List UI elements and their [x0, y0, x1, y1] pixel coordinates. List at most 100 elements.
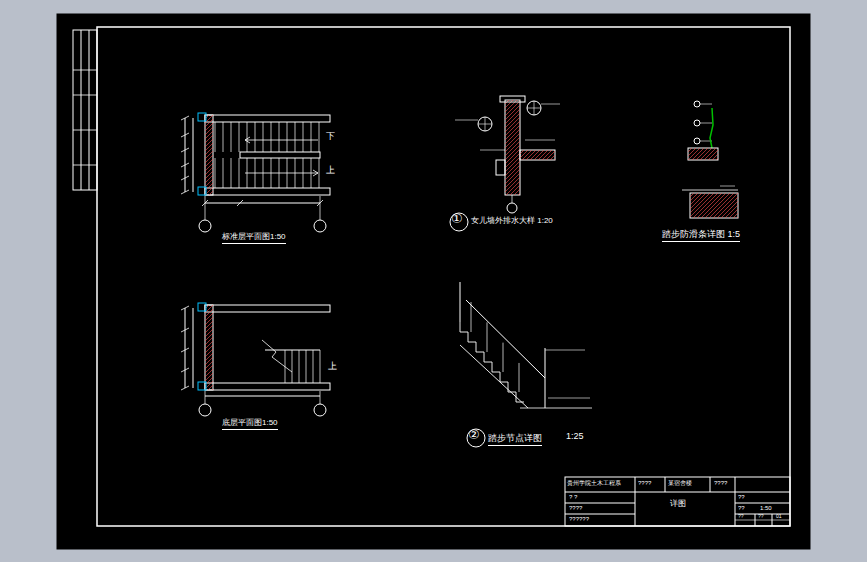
hatch-line — [205, 369, 213, 377]
anti-slip-strip — [710, 108, 713, 148]
hatch-line — [205, 373, 213, 381]
draft-line — [665, 477, 666, 492]
hatch-line — [505, 113, 520, 128]
hatch-line — [550, 155, 555, 160]
hatch-line — [708, 150, 718, 160]
detail-bubble — [450, 213, 468, 231]
draft-line — [185, 118, 186, 192]
hatch-line — [505, 125, 520, 140]
step-line — [682, 190, 738, 191]
stair-tread — [255, 122, 256, 152]
wall — [205, 383, 330, 390]
hatch-line — [546, 151, 555, 160]
stair-tread — [231, 122, 232, 152]
hatch-line — [729, 209, 738, 218]
detail-bubble — [694, 120, 700, 126]
axis-bubble — [199, 404, 211, 416]
draft-line — [193, 308, 194, 388]
hatch-line — [205, 321, 213, 329]
hatch-line — [505, 101, 520, 116]
dim-tick — [181, 190, 189, 194]
stair-tread — [271, 122, 272, 152]
hatch-line — [505, 165, 520, 180]
title-block-cell: ?? — [758, 514, 764, 520]
title-block-cell: ?? — [738, 505, 745, 512]
hatch-line — [205, 325, 213, 333]
stair-tread — [313, 350, 314, 383]
hatch-line — [690, 193, 698, 201]
hatch-line — [538, 150, 548, 160]
hatch-line — [205, 167, 213, 175]
hatch-line — [554, 159, 555, 160]
hatch-line — [522, 150, 532, 160]
hatch-line — [212, 389, 213, 390]
dim-tick — [237, 200, 243, 206]
hatch-line — [733, 213, 738, 218]
hatch-line — [505, 133, 520, 148]
leader-line — [700, 104, 712, 105]
hatch-line — [205, 143, 213, 151]
drawing-title: 标准层平面图1:50 — [222, 233, 286, 244]
detail-bubble — [478, 117, 492, 131]
column — [198, 382, 206, 390]
stair-tread — [306, 350, 307, 383]
hatch-line — [505, 153, 520, 168]
sheet-ground — [57, 14, 810, 549]
title-block — [565, 477, 790, 526]
draft-line — [710, 477, 711, 492]
hatch-line — [737, 217, 738, 218]
wall — [205, 115, 330, 122]
stair-tread — [215, 122, 216, 152]
draft-line — [755, 514, 756, 526]
hatch-line — [205, 135, 213, 143]
draft-line — [89, 30, 90, 190]
hatch-line — [205, 175, 213, 183]
hatch-line — [205, 123, 213, 131]
hatch-line — [690, 193, 710, 213]
hatch-line — [205, 147, 213, 155]
dim-tick — [181, 386, 189, 390]
leader-line — [700, 123, 712, 124]
draft-line — [735, 520, 790, 521]
draft-line — [81, 30, 82, 190]
axis-bubble — [314, 220, 326, 232]
coping — [500, 96, 525, 102]
baluster — [487, 322, 488, 352]
draft-line — [534, 101, 535, 115]
hatch-line — [205, 337, 213, 345]
hatch-line — [526, 150, 536, 160]
walk-arrow — [245, 140, 318, 141]
dim-tick — [181, 348, 189, 352]
hatch-line — [713, 193, 738, 218]
drawing-title: 踏步节点详图 — [488, 434, 542, 446]
annotation: 1:25 — [566, 432, 584, 442]
title-block-cell: 贵州学院土木工程系 — [567, 480, 621, 487]
title-block-cell: 详图 — [670, 500, 686, 509]
leader-line — [455, 120, 478, 121]
draft-line — [205, 203, 320, 204]
draft-line — [73, 95, 97, 96]
hatch-line — [717, 197, 738, 218]
title-block-cell: ???? — [714, 480, 727, 487]
title-block-cell: ?? — [738, 514, 744, 520]
leader-line — [545, 350, 585, 351]
detail-bubble — [694, 138, 700, 144]
hatch-line — [505, 117, 520, 132]
dim-tick — [202, 200, 208, 206]
hatch-line — [520, 150, 528, 158]
sheet-frame — [97, 27, 790, 526]
hatch-line — [208, 385, 213, 390]
detail-bubble — [467, 429, 485, 447]
break-line — [262, 340, 292, 372]
drain-pipe — [496, 160, 505, 175]
hatch-line — [530, 150, 540, 160]
hatch-line — [505, 129, 520, 144]
leader-line — [548, 398, 590, 399]
dim-tick — [181, 368, 189, 372]
hatch-line — [712, 154, 718, 160]
draft-line — [460, 282, 461, 322]
hatch-line — [505, 149, 520, 164]
axis-bubble — [199, 220, 211, 232]
dim-tick — [181, 163, 189, 167]
